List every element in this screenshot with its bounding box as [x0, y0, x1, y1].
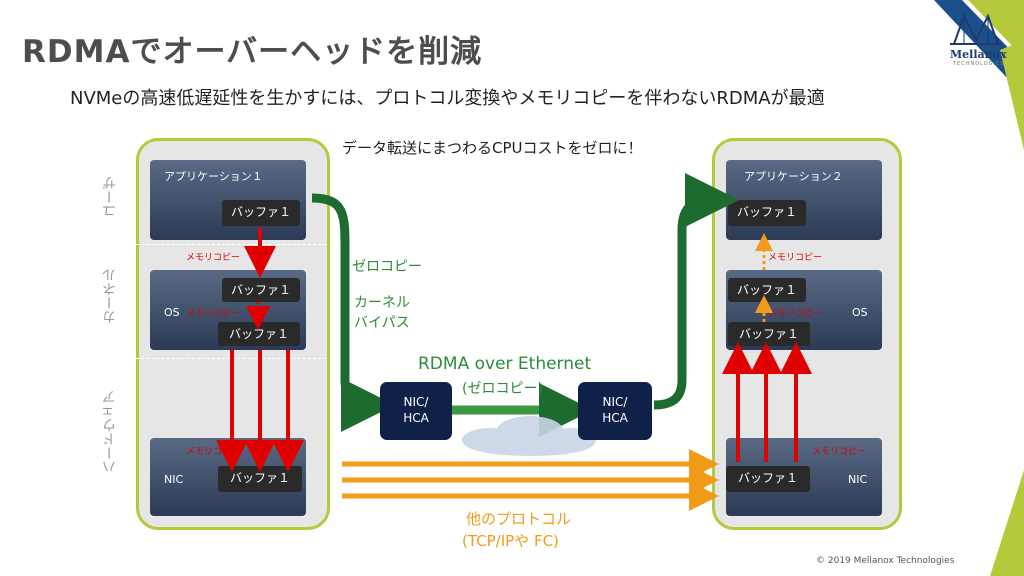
- left-nic-label: NIC: [164, 473, 184, 486]
- logo-sub: TECHNOLOGIES: [953, 61, 1005, 67]
- right-os-buffer-1: バッファ１: [728, 278, 806, 302]
- right-nic-hca-line1: NIC/: [602, 395, 628, 409]
- right-memcopy-label-2: メモリコピー: [768, 309, 823, 319]
- left-memcopy-label-1: メモリコピー: [186, 253, 241, 263]
- left-nic-hca-line2: HCA: [403, 411, 429, 425]
- right-os-label: OS: [852, 306, 868, 319]
- right-nic-hca-line2: HCA: [602, 411, 628, 425]
- copyright: © 2019 Mellanox Technologies: [816, 556, 955, 566]
- left-bypass-arrow: [311, 193, 395, 432]
- right-nic-buffer: バッファ１: [726, 466, 810, 492]
- right-app-buffer: バッファ１: [728, 200, 806, 226]
- right-memcopy-label-1: メモリコピー: [768, 253, 823, 263]
- bridge-icon: [950, 13, 1002, 45]
- left-os-label: OS: [164, 306, 180, 319]
- network-cloud-icon: [462, 416, 596, 456]
- right-nic-hca: NIC/ HCA: [578, 382, 652, 440]
- left-os-buffer-1: バッファ１: [222, 278, 300, 302]
- left-nic-hca-line1: NIC/: [403, 395, 429, 409]
- left-memcopy-label-2: メモリコピー: [186, 309, 241, 319]
- left-memcopy-label-3: メモリコピー: [186, 447, 241, 457]
- zero-copy-label: ゼロコピー: [352, 259, 422, 275]
- right-app-label: アプリケーション２: [744, 170, 843, 183]
- kernel-bypass-label-1: カーネル: [354, 295, 410, 311]
- right-memcopy-label-3: メモリコピー: [812, 447, 867, 457]
- left-nic-hca: NIC/ HCA: [380, 382, 452, 440]
- mellanox-logo: [940, 10, 1014, 60]
- logo-name: Mellanox: [950, 48, 1007, 61]
- kernel-bypass-label-2: バイパス: [354, 315, 410, 331]
- other-protocol-label: 他のプロトコル: [466, 510, 572, 528]
- caption-top: データ転送にまつわるCPUコストをゼロに！: [342, 139, 643, 157]
- rdma-title: RDMA over Ethernet: [418, 354, 592, 374]
- left-app-buffer: バッファ１: [222, 200, 300, 226]
- divider-user-kernel: [116, 244, 326, 245]
- rdma-subtitle: (ゼロコピー): [462, 381, 543, 397]
- left-app-label: アプリケーション１: [164, 170, 263, 183]
- right-nic-label: NIC: [848, 473, 868, 486]
- page-subtitle: NVMeの高速低遅延性を生かすには、プロトコル変換やメモリコピーを伴わないRDM…: [70, 88, 825, 109]
- divider-kernel-hw: [116, 358, 326, 359]
- right-bypass-arrow: [653, 173, 739, 410]
- other-protocol-sub: (TCP/IPや FC): [462, 532, 559, 550]
- page-title: RDMAでオーバーヘッドを削減: [22, 34, 483, 70]
